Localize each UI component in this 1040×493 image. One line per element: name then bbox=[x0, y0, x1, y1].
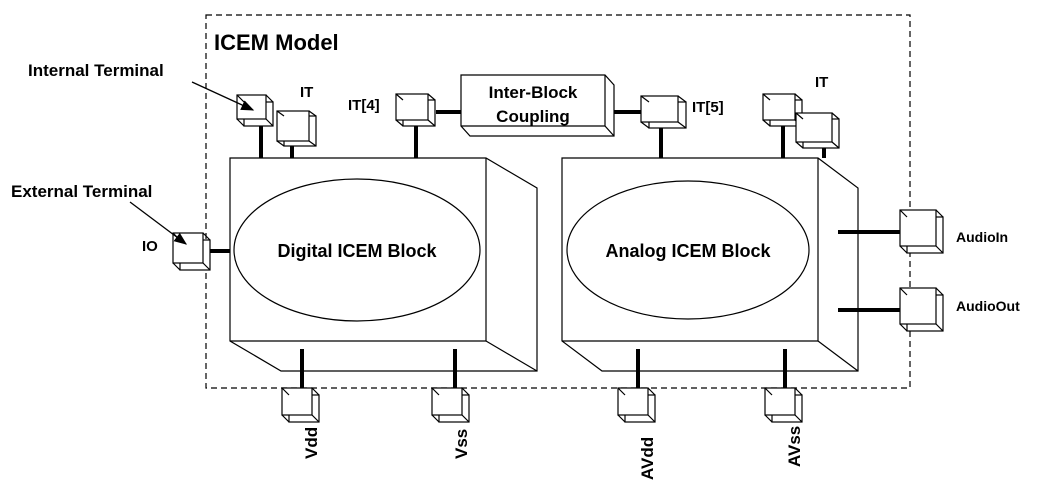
vdd-cube[interactable] bbox=[281, 387, 320, 423]
audio-in-label: AudioIn bbox=[956, 229, 1008, 245]
avdd-cube[interactable] bbox=[617, 387, 656, 423]
it-right-label: IT bbox=[815, 74, 828, 91]
avss-label: AVss bbox=[785, 426, 804, 467]
it-left-label: IT bbox=[300, 84, 313, 101]
digital-block-ellipse bbox=[233, 178, 481, 322]
it-right-cube-front[interactable] bbox=[795, 112, 840, 149]
internal-terminal-label: Internal Terminal bbox=[28, 61, 164, 80]
it5-cube[interactable] bbox=[640, 95, 687, 129]
model-title: ICEM Model bbox=[214, 30, 339, 55]
io-label: IO bbox=[142, 238, 158, 255]
analog-block-label: Analog ICEM Block bbox=[605, 241, 771, 261]
io-external-terminal-cube[interactable] bbox=[172, 232, 211, 271]
audio-out-cube[interactable] bbox=[899, 287, 944, 332]
digital-block-label: Digital ICEM Block bbox=[277, 241, 437, 261]
coupling-label-line2: Coupling bbox=[496, 107, 570, 126]
icem-model-boundary bbox=[205, 14, 911, 389]
audio-in-cube[interactable] bbox=[899, 209, 944, 254]
analog-icem-block[interactable]: Analog ICEM Block bbox=[561, 157, 859, 372]
vss-cube[interactable] bbox=[431, 387, 470, 423]
audio-out-label: AudioOut bbox=[956, 298, 1020, 314]
it-right-cube-back[interactable] bbox=[762, 93, 803, 127]
internal-terminal-arrow bbox=[191, 81, 255, 111]
avss-cube[interactable] bbox=[764, 387, 803, 423]
vdd-label: Vdd bbox=[302, 427, 321, 459]
internal-terminal-cube[interactable] bbox=[236, 94, 274, 127]
it5-label: IT[5] bbox=[692, 99, 724, 116]
it4-label: IT[4] bbox=[348, 97, 380, 114]
external-terminal-label: External Terminal bbox=[11, 182, 152, 201]
inter-block-coupling[interactable]: Inter-Block Coupling bbox=[460, 74, 615, 137]
it-left-cube[interactable] bbox=[276, 110, 317, 147]
connection-wires bbox=[210, 110, 900, 388]
vss-label: Vss bbox=[452, 429, 471, 459]
digital-icem-block[interactable]: Digital ICEM Block bbox=[229, 157, 538, 372]
avdd-label: AVdd bbox=[638, 437, 657, 480]
it4-cube[interactable] bbox=[395, 93, 436, 127]
external-terminal-arrow bbox=[129, 201, 188, 245]
coupling-label-line1: Inter-Block bbox=[489, 83, 578, 102]
analog-block-ellipse bbox=[566, 180, 810, 320]
